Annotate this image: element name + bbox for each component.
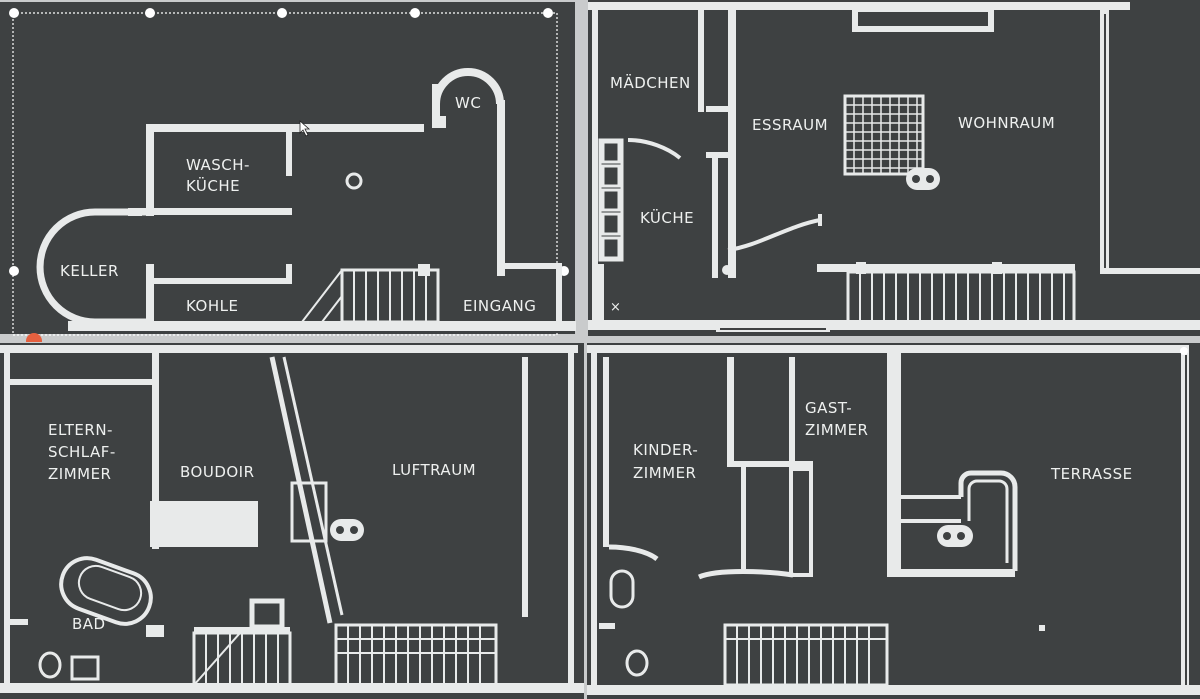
chimney-icon [906, 168, 940, 190]
room-label-luftraum: LUFTRAUM [392, 461, 476, 479]
door-swing [727, 218, 821, 252]
plan-ground-floor: WC WASCH- KÜCHE KELLER KOHLE EINGANG [0, 0, 583, 342]
room-label-waschkueche-1: WASCH- [186, 156, 250, 174]
door-swing [627, 138, 682, 160]
room-label-kohle: KOHLE [186, 297, 238, 315]
room-label-eltern-2: SCHLAF- [48, 443, 116, 461]
first-floor-stairs [846, 262, 1076, 324]
second-floor-stairs [192, 598, 498, 687]
plan-second-floor: ELTERN- SCHLAF- ZIMMER BOUDOIR LUFTRAUM … [0, 343, 584, 699]
room-label-wohnraum: WOHNRAUM [958, 114, 1055, 132]
dining-table-grid [843, 94, 925, 176]
third-floor-stairs [723, 623, 889, 687]
first-floor-walls [588, 2, 1200, 332]
toilet-icon [38, 651, 62, 679]
third-floor-walls [587, 345, 1200, 695]
room-label-eltern-1: ELTERN- [48, 421, 113, 439]
sink-icon [70, 655, 100, 681]
plan-third-floor: GAST- ZIMMER KINDER- ZIMMER TERRASSE [587, 343, 1200, 699]
column-icon [722, 265, 732, 275]
room-label-maedchen: MÄDCHEN [610, 73, 691, 92]
room-label-essraum: ESSRAUM [752, 116, 828, 134]
toilet-icon [625, 649, 649, 677]
bathtub-icon [609, 569, 635, 609]
x-mark: × [610, 300, 621, 315]
ground-floor-stairs [301, 268, 440, 324]
keller-curved-wall [36, 208, 146, 326]
room-label-waschkueche-2: KÜCHE [186, 176, 240, 195]
diagonal-wall [269, 356, 333, 624]
room-label-eltern-3: ZIMMER [48, 465, 111, 483]
door-swing [608, 544, 659, 562]
room-label-gast-1: GAST- [805, 399, 852, 417]
room-label-keller: KELLER [60, 262, 119, 280]
kueche-cabinets [598, 138, 624, 262]
door-swing [697, 569, 794, 580]
room-label-wc: WC [455, 94, 481, 112]
chimney-icon [937, 525, 973, 547]
plan-first-floor: MÄDCHEN ESSRAUM WOHNRAUM KÜCHE × [588, 0, 1200, 336]
diagonal-wall [282, 356, 344, 616]
room-label-terrasse: TERRASSE [1050, 465, 1133, 483]
room-label-eingang: EINGANG [463, 297, 536, 315]
wc-curved-wall [432, 68, 504, 105]
chimney-icon [330, 519, 364, 541]
room-label-gast-2: ZIMMER [805, 421, 868, 439]
room-label-kinder-2: ZIMMER [633, 464, 696, 482]
badge-icon[interactable] [26, 333, 42, 342]
room-label-bad: BAD [72, 615, 106, 633]
terrasse-curved-wall [967, 479, 1009, 563]
second-floor-walls [0, 345, 584, 693]
terrasse-curved-wall [958, 470, 1018, 571]
mouse-cursor-icon [299, 120, 311, 137]
column-icon [345, 172, 363, 190]
selection-handles[interactable] [9, 8, 569, 276]
room-label-kinder-1: KINDER- [633, 441, 698, 459]
bathtub-icon [59, 556, 153, 626]
room-label-kueche: KÜCHE [640, 208, 694, 227]
room-label-boudoir: BOUDOIR [180, 463, 255, 481]
